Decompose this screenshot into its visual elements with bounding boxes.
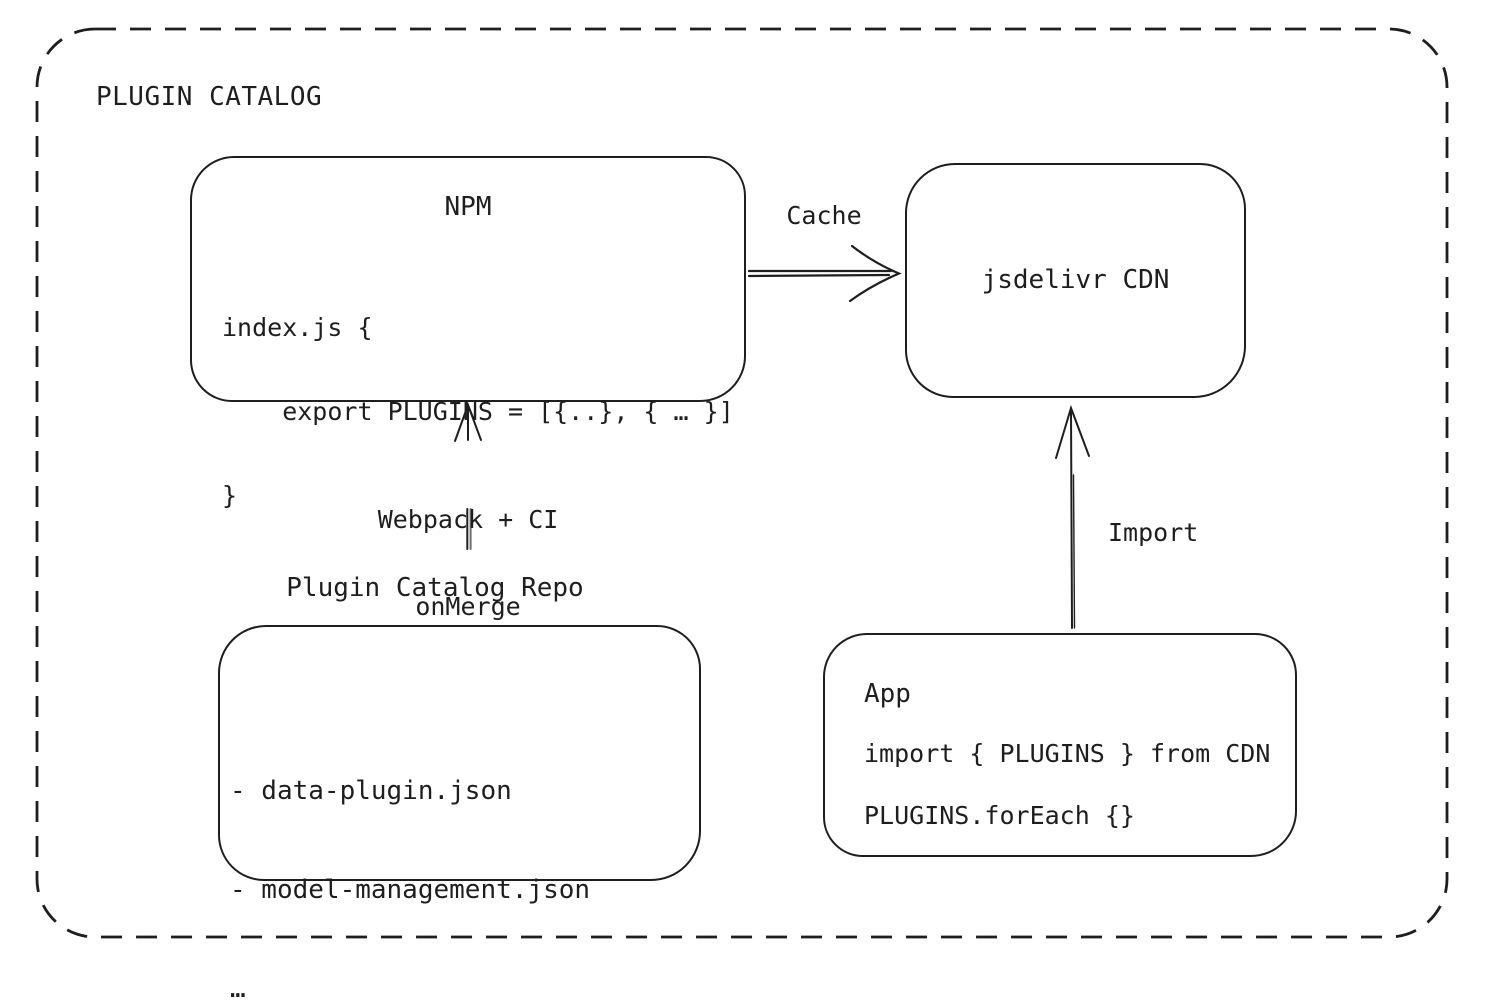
repo-node: - data-plugin.json - model-management.js… (218, 625, 701, 1002)
npm-code-line: index.js { (222, 313, 373, 342)
import-arrow-shaft (1070, 409, 1073, 629)
import-arrow (1055, 404, 1090, 629)
app-node: App import { PLUGINS } from CDN PLUGINS.… (823, 633, 1297, 857)
npm-code-line: export PLUGINS = [{..}, { … }] (222, 397, 734, 426)
repo-file-item: - data-plugin.json (230, 776, 512, 806)
repo-node-title: Plugin Catalog Repo (286, 573, 584, 603)
build-arrow-label-line: onMerge (415, 592, 521, 621)
repo-file-item: … (230, 974, 246, 1002)
diagram-title: PLUGIN CATALOG (96, 82, 323, 112)
npm-node: NPM index.js { export PLUGINS = [{..}, {… (190, 156, 746, 510)
cdn-node-title: jsdelivr CDN (981, 265, 1170, 295)
repo-file-list: - data-plugin.json - model-management.js… (230, 709, 590, 1002)
cache-arrow-label: Cache (786, 201, 862, 230)
import-arrow-label: Import (1108, 518, 1199, 547)
npm-code-block: index.js { export PLUGINS = [{..}, { … }… (222, 258, 734, 566)
cache-arrowhead-icon (848, 244, 902, 303)
build-arrow-label-line: Webpack + CI (377, 505, 559, 534)
app-code-line: import { PLUGINS } from CDN (864, 739, 1271, 768)
build-arrow-label: Webpack + CI onMerge (350, 447, 586, 679)
cdn-node: jsdelivr CDN (905, 163, 1246, 398)
npm-code-line: } (222, 481, 238, 510)
import-arrow-shaft (1072, 474, 1076, 629)
npm-node-title: NPM (444, 192, 492, 222)
repo-file-item: - model-management.json (230, 875, 591, 905)
app-node-title: App (864, 679, 911, 709)
cache-arrow-shaft (747, 273, 891, 278)
app-code-line: PLUGINS.forEach {} (864, 801, 1135, 830)
import-arrowhead-icon (1055, 404, 1090, 459)
cache-arrow (747, 244, 902, 303)
